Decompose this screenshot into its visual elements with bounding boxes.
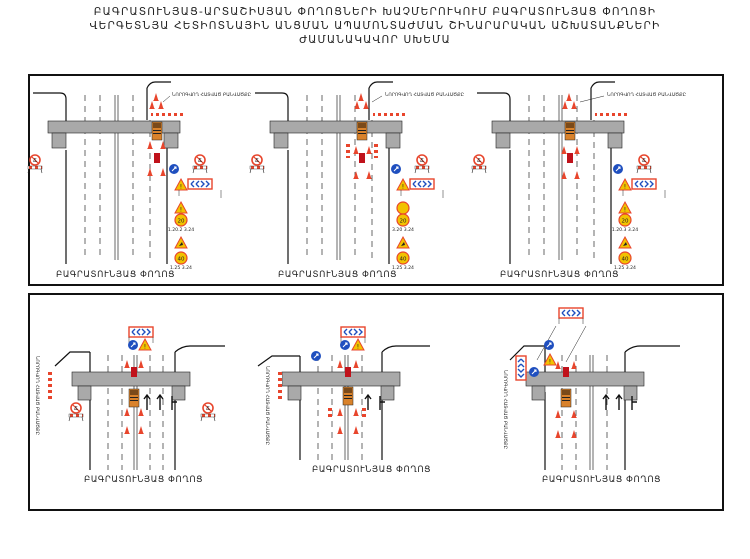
bottom-scheme-3-callout: ՆՈՐՈԳՎՈՂ ՀԱՏՎԱԾ ԲԱՆՎԱԾՔԸ [502, 370, 508, 449]
top-scheme-2-callout: ՆՈՐՈԳՎՈՂ ՀԱՏՎԱԾ ԲԱՆՎԱԾՔԸ [385, 92, 464, 98]
top-scheme-3-street-label: ԲԱԳՐԱՏՈՒՆՅԱՑ ՓՈՂՈՑ [500, 270, 619, 280]
bottom-scheme-1-callout: ՆՈՐՈԳՎՈՂ ՀԱՏՎԱԾ ԲԱՆՎԱԾՔԸ [34, 356, 40, 435]
top-scheme-1-speed-2: 40 [178, 257, 185, 263]
bottom-scheme-2-street-label: ԲԱԳՐԱՏՈՒՆՅԱՑ ՓՈՂՈՑ [312, 465, 431, 475]
top-scheme-1-street-label: ԲԱԳՐԱՏՈՒՆՅԱՑ ՓՈՂՈՑ [56, 270, 175, 280]
top-scheme-2: 20 3.20 3.24 40 1.25 3.24 ՆՈՐՈԳՎՈՂ ՀԱՏՎԱ… [250, 81, 464, 280]
bottom-scheme-1-street-label: ԲԱԳՐԱՏՈՒՆՅԱՑ ՓՈՂՈՑ [84, 475, 203, 485]
top-scheme-1-speed-1: 20 [178, 219, 185, 225]
bottom-scheme-2-callout: ՆՈՐՈԳՎՈՂ ՀԱՏՎԱԾ ԲԱՆՎԱԾՔԸ [264, 366, 270, 445]
top-scheme-2-speed-2: 40 [400, 257, 407, 263]
top-scheme-1-sign-2-code: 1.25 3.24 [170, 265, 192, 271]
top-scheme-3-speed-1: 20 [622, 219, 629, 225]
top-scheme-1: 20 1.20.2 3.24 40 1.25 3.24 ՆՈՐՈԳՎՈՂ ՀԱՏ… [28, 81, 251, 280]
top-scheme-3: 20 1.20.3 3.24 40 1.25 3.24 ՆՈՐՈԳՎՈՂ ՀԱՏ… [472, 81, 686, 280]
diagram-title-line-3: ԺԱՄԱՆԱԿԱՎՈՐ ՍԽԵՄԱ [299, 34, 451, 46]
bottom-scheme-3: ՆՈՐՈԳՎՈՂ ՀԱՏՎԱԾ ԲԱՆՎԱԾՔԸ ԲԱԳՐԱՏՈՒՆՅԱՑ ՓՈ… [502, 307, 680, 485]
top-scheme-2-street-label: ԲԱԳՐԱՏՈՒՆՅԱՑ ՓՈՂՈՑ [278, 270, 397, 280]
top-scheme-3-speed-2: 40 [622, 257, 629, 263]
bottom-scheme-1: ՆՈՐՈԳՎՈՂ ՀԱՏՎԱԾ ԲԱՆՎԱԾՔԸ ԲԱԳՐԱՏՈՒՆՅԱՑ ՓՈ… [34, 326, 225, 485]
diagram-title-line-1: ԲԱԳՐԱՏՈՒՆՅԱՑ-ԱՐՏԱՇԻՍՅԱՆ ՓՈՂՈՑՆԵՐԻ ԽԱՉՄԵՐ… [93, 6, 657, 18]
top-scheme-1-sign-1-code: 1.20.2 3.24 [168, 227, 194, 233]
top-scheme-3-sign-1-code: 1.20.3 3.24 [612, 227, 638, 233]
top-panel [28, 74, 724, 286]
top-scheme-2-sign-1-code: 3.20 3.24 [392, 227, 414, 233]
bottom-scheme-2: ՆՈՐՈԳՎՈՂ ՀԱՏՎԱԾ ԲԱՆՎԱԾՔԸ ԲԱԳՐԱՏՈՒՆՅԱՑ ՓՈ… [257, 326, 431, 475]
top-scheme-1-callout: ՆՈՐՈԳՎՈՂ ՀԱՏՎԱԾ ԲԱՆՎԱԾՔԸ [172, 92, 251, 98]
top-scheme-3-sign-2-code: 1.25 3.24 [614, 265, 636, 271]
top-scheme-3-callout: ՆՈՐՈԳՎՈՂ ՀԱՏՎԱԾ ԲԱՆՎԱԾՔԸ [607, 92, 686, 98]
top-scheme-2-speed-1: 20 [400, 219, 407, 225]
top-scheme-2-sign-2-code: 1.25 3.24 [392, 265, 414, 271]
diagram-title-line-2: ՎԵՐԳԵՏՆՅԱ ՀԵՏԻՈՏՆԱՅԻՆ ԱՆՑՄԱՆ ԱՊԱՄՈՆՏԱԺՄԱ… [89, 20, 661, 32]
bottom-scheme-3-street-label: ԲԱԳՐԱՏՈՒՆՅԱՑ ՓՈՂՈՑ [542, 475, 661, 485]
